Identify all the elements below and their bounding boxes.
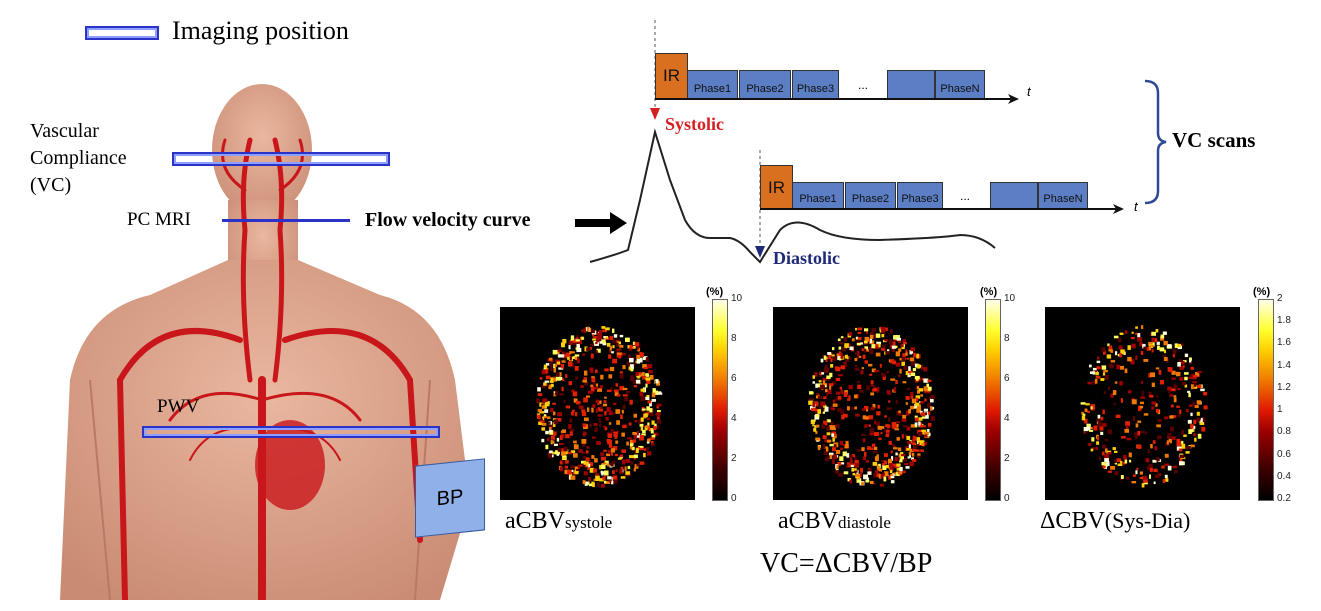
bp-cuff: BP (415, 458, 485, 538)
phase-block: Phase1 (792, 182, 844, 209)
colorbar-tick-label: 8 (731, 333, 737, 344)
brain-map-image (500, 307, 695, 500)
ellipsis: ... (960, 189, 971, 203)
colorbar-tick-label: 2 (1277, 293, 1283, 304)
colorbar (1258, 299, 1274, 501)
colorbar-tick-label: 1 (1277, 404, 1283, 416)
colorbar-unit: (%) (980, 286, 998, 298)
vc-label-line: Compliance (30, 147, 127, 169)
colorbar-tick-label: 0.8 (1277, 426, 1291, 438)
colorbar-tick-label: 4 (731, 413, 737, 424)
curly-brace-icon (1144, 79, 1167, 205)
colorbar-unit: (%) (1253, 286, 1271, 298)
phase-block: Phase3 (792, 70, 839, 99)
colorbar-tick-label: 0.2 (1277, 493, 1291, 504)
phase-block: PhaseN (935, 70, 985, 99)
phase-block: Phase1 (687, 70, 738, 99)
caption-subscript: diastole (838, 513, 891, 532)
pwv-label: PWV (157, 396, 200, 417)
colorbar-tick-label: 4 (1004, 413, 1010, 424)
colorbar-tick-label: 8 (1004, 333, 1010, 344)
ir-block: IR (760, 165, 793, 210)
legend-label: Imaging position (172, 16, 349, 45)
bp-label: BP (436, 485, 464, 510)
colorbar-unit: (%) (706, 286, 724, 298)
brain-map-image (773, 307, 968, 500)
caption-subscript: systole (565, 513, 613, 532)
brain-map-image (1045, 307, 1240, 500)
colorbar-tick-label: 0 (731, 493, 737, 504)
phase-block-blank (887, 70, 935, 99)
flow-velocity-curve (589, 20, 996, 264)
flow-curve-line (589, 128, 996, 264)
axis-arrowhead-icon (1113, 204, 1124, 214)
colorbar (712, 299, 728, 501)
caption-subscript: (Sys-Dia) (1104, 508, 1191, 533)
time-axis-label: t (1027, 84, 1031, 99)
colorbar-tick-label: 6 (1004, 373, 1010, 384)
panel-caption: aCBVsystole (505, 508, 612, 535)
vc-scans-label: VC scans (1172, 128, 1256, 152)
systolic-arrow-icon (650, 108, 660, 120)
axis-arrowhead-icon (1008, 94, 1019, 104)
vc-label: Vascular Compliance (VC) (30, 118, 127, 199)
flow-velocity-label: Flow velocity curve (365, 209, 531, 231)
colorbar-tick-label: 0.4 (1277, 470, 1291, 482)
colorbar-tick-label: 2 (1004, 453, 1010, 464)
phase-block: Phase2 (845, 182, 896, 209)
colorbar-tick-label: 6 (731, 373, 737, 384)
diastolic-arrow-icon (755, 246, 765, 258)
colorbar-tick-label: 10 (731, 293, 743, 304)
human-body-illustration (60, 84, 470, 600)
phase-block: Phase2 (739, 70, 791, 99)
ellipsis: ... (858, 78, 869, 92)
caption-main: aCBV (778, 508, 838, 534)
arteries (116, 137, 423, 600)
colorbar-tick-label: 0 (1004, 493, 1010, 504)
phase-block-blank (990, 182, 1038, 209)
time-axis-label: t (1134, 199, 1138, 214)
phase-block: Phase3 (897, 182, 943, 209)
vc-formula: VC=ΔCBV/BP (760, 548, 933, 579)
pc-mri-label: PC MRI (127, 209, 191, 230)
vc-label-line: Vascular (30, 120, 99, 142)
colorbar-tick-label: 1.4 (1277, 359, 1291, 371)
phase-block: PhaseN (1038, 182, 1088, 209)
vc-label-line: (VC) (30, 174, 72, 196)
colorbar (985, 299, 1001, 501)
panel-caption: aCBVdiastole (778, 508, 891, 535)
colorbar-tick-label: 2 (731, 453, 737, 464)
systolic-label: Systolic (665, 114, 725, 134)
time-axis (655, 98, 1013, 100)
colorbar-tick-label: 0.6 (1277, 448, 1291, 460)
colorbar-tick-label: 10 (1004, 293, 1016, 304)
time-axis (760, 208, 1118, 210)
pc-mri-imaging-line (222, 219, 350, 222)
diastolic-label: Diastolic (773, 248, 840, 268)
legend-imaging-bar-swatch (85, 26, 159, 40)
colorbar-tick-label: 1.8 (1277, 315, 1291, 327)
colorbar-tick-label: 1.6 (1277, 337, 1291, 349)
pwv-imaging-bar (142, 426, 440, 438)
vc-imaging-bar (172, 152, 390, 166)
panel-caption: ΔCBV(Sys-Dia) (1040, 508, 1190, 535)
colorbar-tick-label: 1.2 (1277, 381, 1291, 393)
caption-main: ΔCBV (1040, 508, 1105, 534)
flow-arrow-icon (575, 212, 627, 234)
caption-main: aCBV (505, 508, 565, 534)
heart (255, 420, 325, 510)
ir-block: IR (655, 53, 688, 99)
